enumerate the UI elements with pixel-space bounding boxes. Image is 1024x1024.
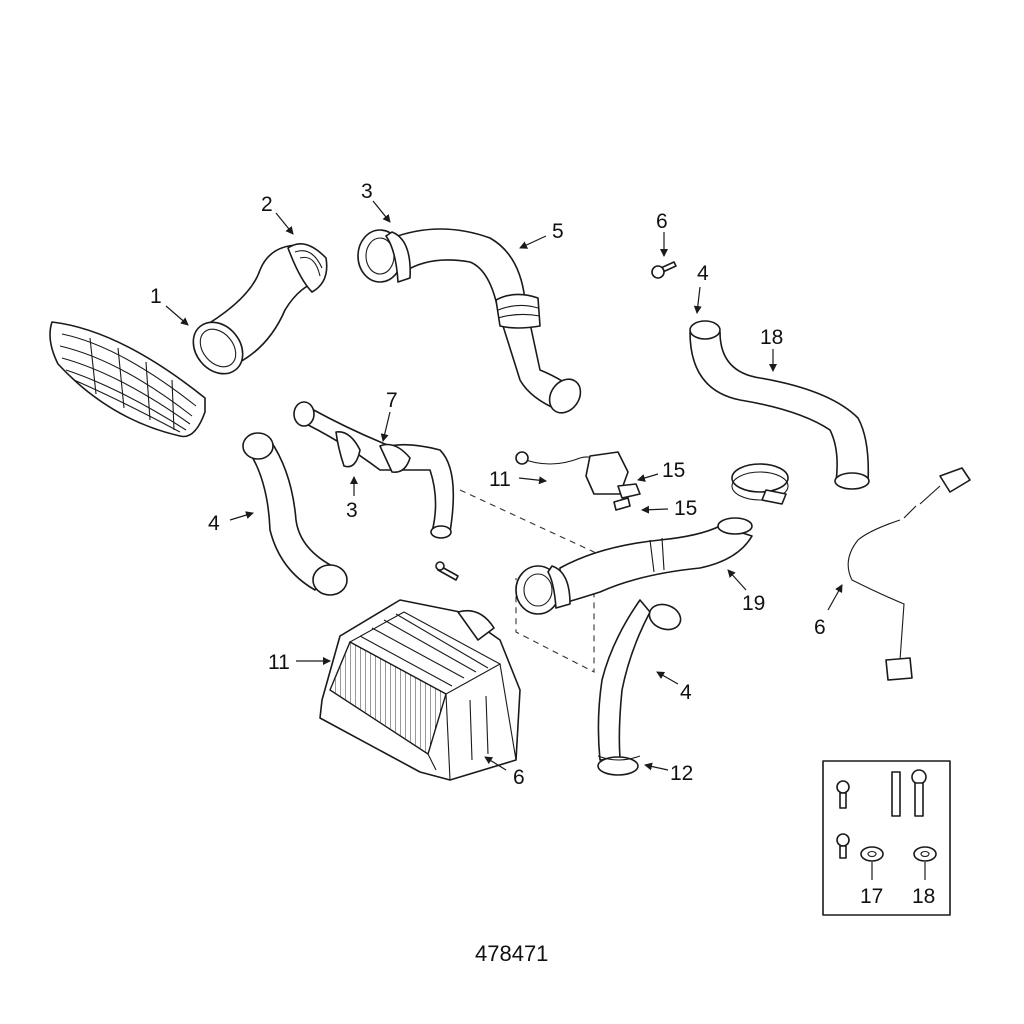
callout-12: 12 [670, 762, 693, 785]
bolt-small [435, 561, 459, 581]
front-grille [49, 321, 206, 438]
callout-5: 5 [552, 220, 564, 243]
callout-6-screw: 6 [656, 210, 668, 233]
bolt-short-icon [836, 833, 850, 859]
washer-17-icon [860, 846, 884, 862]
washer-18-icon [913, 846, 937, 862]
callout-2: 2 [261, 193, 273, 216]
callout-1: 1 [150, 285, 162, 308]
callout-4-upper-right: 4 [697, 262, 709, 285]
hose-19 [515, 517, 753, 615]
hose-7 [293, 401, 455, 539]
callout-15-b: 15 [674, 497, 697, 520]
bolt-icon [836, 780, 850, 809]
hose-18 [689, 320, 870, 490]
screw-6 [651, 261, 677, 279]
callout-18-hose: 18 [760, 326, 783, 349]
hose-clamp [731, 463, 789, 505]
callout-6-sensor: 6 [814, 616, 826, 639]
bolt-long-icon [911, 769, 927, 817]
callout-6-airbox: 6 [513, 766, 525, 789]
dashed-outline [459, 489, 595, 673]
hardware-box [822, 760, 951, 916]
callout-17: 17 [860, 885, 883, 908]
valve-11 [515, 451, 641, 511]
callout-11-valve: 11 [489, 468, 511, 491]
callout-labels: 1 2 3 5 6 4 18 7 4 3 11 15 15 19 6 11 4 … [150, 180, 935, 908]
intake-hose-2 [192, 242, 328, 375]
reference-number: 478471 [475, 941, 548, 966]
callout-18-box: 18 [912, 885, 935, 908]
leader-lines [165, 200, 843, 771]
air-box [319, 599, 521, 781]
callout-3-top: 3 [361, 180, 373, 203]
hose-4-lower [597, 599, 682, 776]
callout-11-airbox: 11 [268, 651, 290, 674]
callout-19: 19 [742, 592, 765, 615]
hose-4-left [242, 432, 348, 596]
callout-7: 7 [386, 389, 398, 412]
hose-3-5-upper [357, 228, 582, 414]
callout-4-lower: 4 [680, 681, 692, 704]
callout-3-mid: 3 [346, 499, 358, 522]
stud-icon [891, 771, 901, 817]
callout-4-left: 4 [208, 512, 220, 535]
sensor-6 [847, 467, 971, 681]
callout-15-a: 15 [662, 459, 685, 482]
